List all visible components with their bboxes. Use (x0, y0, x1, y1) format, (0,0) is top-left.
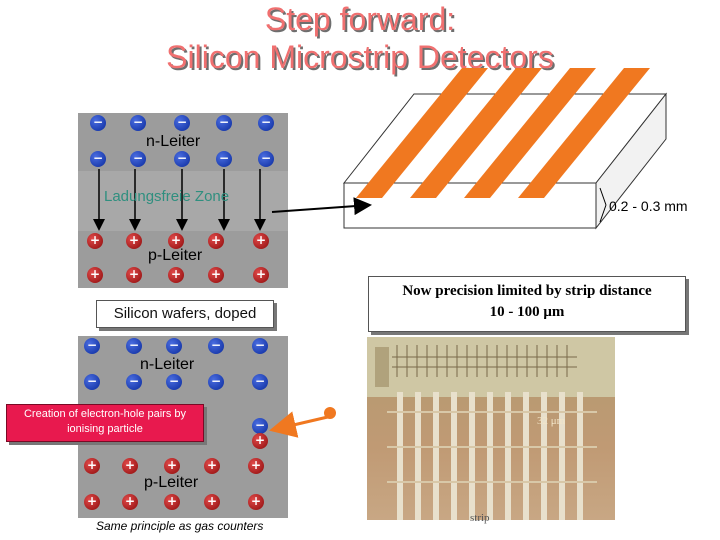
hole-icon: + (84, 458, 100, 474)
n-layer-label: n-Leiter (140, 356, 195, 373)
doped-wafer-panel: − − − − − − − − − − n-Leiter Ladungsfrei… (78, 113, 288, 288)
precision-note: Now precision limited by strip distance … (368, 276, 686, 332)
electron-icon: − (258, 151, 274, 167)
hole-icon: + (248, 494, 264, 510)
hole-icon: + (122, 458, 138, 474)
precision-line-2: 10 - 100 μm (489, 304, 565, 320)
strip-pattern (367, 337, 615, 520)
creation-note: Creation of electron-hole pairs by ionis… (6, 404, 204, 442)
doped-wafer-caption: Silicon wafers, doped (96, 300, 274, 328)
depletion-arrows (78, 169, 288, 231)
hole-icon: + (253, 267, 269, 283)
hole-icon: + (126, 233, 142, 249)
electron-icon: − (252, 418, 268, 434)
hole-icon: + (126, 267, 142, 283)
pitch-label: 32 μm (537, 415, 566, 427)
electron-icon: − (174, 151, 190, 167)
title-line-2: Silicon Microstrip Detectors (166, 39, 554, 75)
electron-icon: − (252, 338, 268, 354)
electron-icon: − (216, 115, 232, 131)
electron-icon: − (252, 374, 268, 390)
precision-line-1: Now precision limited by strip distance (402, 283, 652, 299)
electron-icon: − (90, 151, 106, 167)
electron-icon: − (174, 115, 190, 131)
depletion-zone-label: Ladungsfreie Zone (104, 188, 230, 205)
hole-icon: + (84, 494, 100, 510)
electron-icon: − (130, 151, 146, 167)
electron-icon: − (208, 338, 224, 354)
p-layer-label: p-Leiter (144, 474, 199, 491)
electron-icon: − (166, 338, 182, 354)
p-layer-label: p-Leiter (148, 247, 203, 264)
hole-icon: + (164, 494, 180, 510)
hole-icon: + (164, 458, 180, 474)
electron-icon: − (126, 338, 142, 354)
electron-icon: − (166, 374, 182, 390)
electron-icon: − (126, 374, 142, 390)
hole-icon: + (248, 458, 264, 474)
hole-icon: + (168, 233, 184, 249)
hole-icon: + (204, 458, 220, 474)
hole-icon: + (87, 267, 103, 283)
n-layer-label: n-Leiter (146, 133, 201, 150)
electron-icon: − (258, 115, 274, 131)
microstrip-photo: 32 μm (367, 337, 615, 520)
thickness-label: 0.2 - 0.3 mm (609, 198, 688, 214)
same-principle-note: Same principle as gas counters (96, 519, 264, 533)
hole-icon: + (253, 233, 269, 249)
hole-icon: + (204, 494, 220, 510)
title-line-1: Step forward: (264, 1, 456, 37)
electron-icon: − (84, 338, 100, 354)
hole-icon: + (168, 267, 184, 283)
electron-icon: − (130, 115, 146, 131)
hole-icon: + (87, 233, 103, 249)
hole-icon: + (208, 267, 224, 283)
electron-icon: − (90, 115, 106, 131)
electron-icon: − (216, 151, 232, 167)
strip-label: strip (470, 512, 490, 524)
electron-icon: − (208, 374, 224, 390)
electron-icon: − (84, 374, 100, 390)
hole-icon: + (252, 433, 268, 449)
hole-icon: + (122, 494, 138, 510)
hole-icon: + (208, 233, 224, 249)
